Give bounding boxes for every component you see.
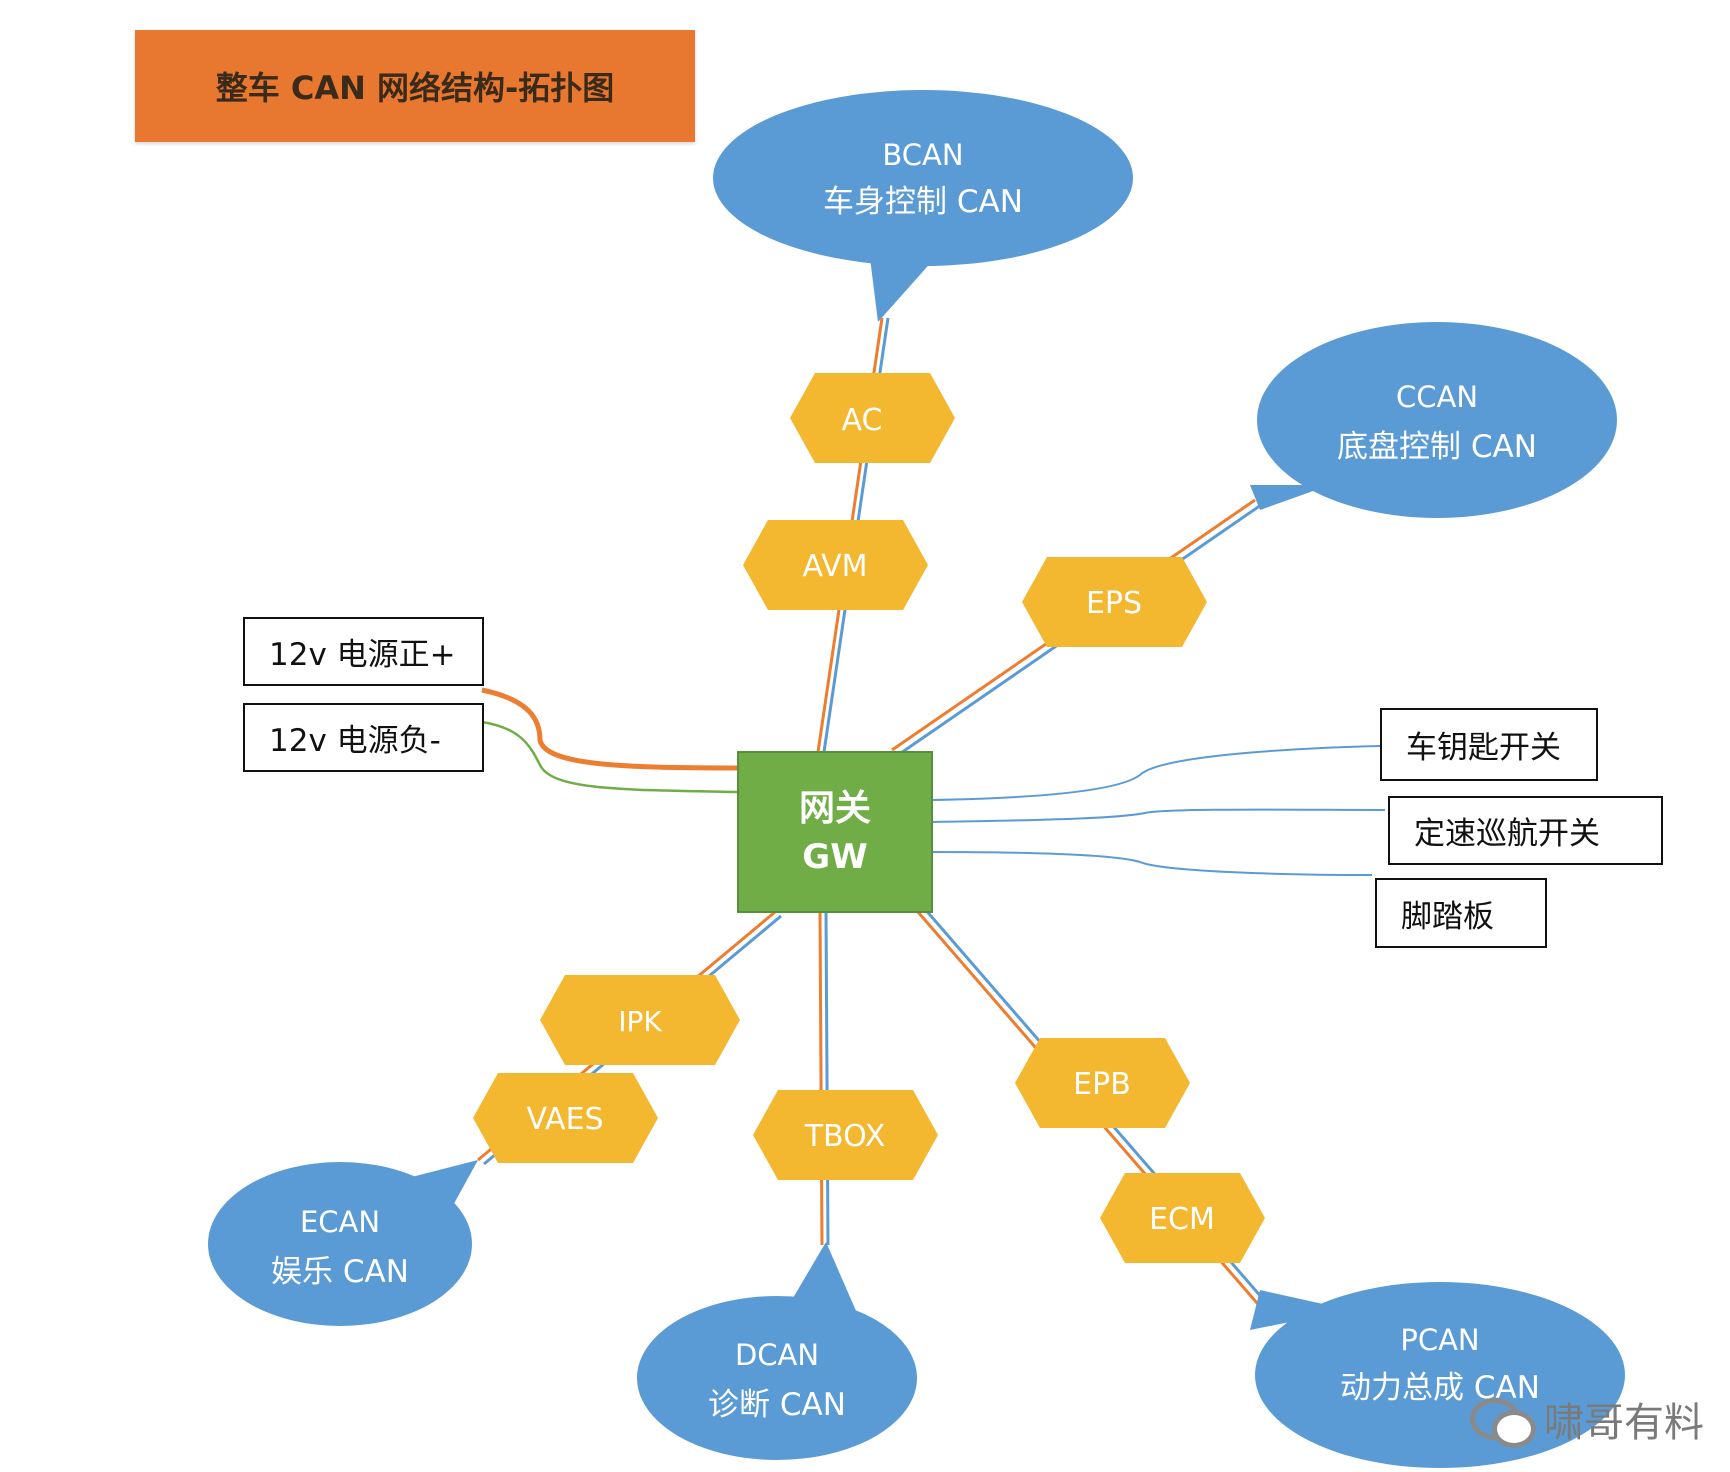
- wire-gw-dcan-blue: [824, 911, 830, 1246]
- bus-ccan-desc: 底盘控制 CAN: [1337, 429, 1537, 465]
- power-positive-box: 12v 电源正+: [243, 617, 484, 686]
- bus-ecan: ECAN 娱乐 CAN: [208, 1160, 478, 1326]
- ecu-avm: AVM: [743, 520, 928, 610]
- gateway-node: 网关 GW: [737, 751, 933, 913]
- ecu-tbox-label: TBOX: [804, 1119, 886, 1154]
- ecu-ecm: ECM: [1100, 1173, 1265, 1263]
- ecu-ac-label: AC: [842, 403, 883, 438]
- wire-power-negative: [481, 720, 739, 794]
- ecu-epb-label: EPB: [1073, 1067, 1131, 1102]
- gateway-label-cn: 网关: [799, 788, 871, 829]
- ecu-eps-label: EPS: [1086, 586, 1142, 621]
- ecu-vaes: VAES: [473, 1073, 658, 1163]
- bus-ecan-name: ECAN: [300, 1205, 380, 1239]
- ecu-ipk: IPK: [540, 975, 740, 1065]
- bus-pcan-name: PCAN: [1400, 1323, 1479, 1357]
- bus-ccan: CCAN 底盘控制 CAN: [1250, 322, 1617, 518]
- ecu-tbox: TBOX: [753, 1090, 938, 1180]
- key-switch-box: 车钥匙开关: [1380, 708, 1598, 781]
- wire-cruise-switch: [929, 808, 1386, 823]
- wire-gw-dcan-orange: [818, 911, 824, 1246]
- gateway-label-gw: GW: [802, 837, 867, 877]
- bus-dcan-name: DCAN: [735, 1338, 819, 1372]
- wire-key-switch: [929, 745, 1381, 801]
- diagram-title: 整车 CAN 网络结构-拓扑图: [135, 30, 695, 142]
- bus-dcan-desc: 诊断 CAN: [708, 1387, 846, 1423]
- pedal-box: 脚踏板: [1375, 878, 1547, 948]
- watermark-text: 啸哥有料: [1544, 1400, 1704, 1446]
- bus-bcan: BCAN 车身控制 CAN: [713, 90, 1133, 322]
- bus-bcan-name: BCAN: [882, 138, 963, 172]
- watermark: 啸哥有料: [1470, 1390, 1704, 1448]
- wire-power-positive: [481, 687, 739, 771]
- bus-bcan-desc: 车身控制 CAN: [823, 184, 1023, 220]
- wechat-icon: [1470, 1394, 1536, 1448]
- bus-ccan-name: CCAN: [1396, 380, 1478, 414]
- power-negative-box: 12v 电源负-: [243, 703, 484, 772]
- ecu-avm-label: AVM: [802, 549, 867, 584]
- ecu-eps: EPS: [1022, 557, 1207, 647]
- cruise-switch-box: 定速巡航开关: [1388, 796, 1663, 865]
- ecu-ecm-label: ECM: [1149, 1202, 1215, 1237]
- ecu-epb: EPB: [1015, 1038, 1190, 1128]
- bus-dcan: DCAN 诊断 CAN: [637, 1242, 917, 1460]
- wire-pedal: [929, 851, 1373, 876]
- ecu-vaes-label: VAES: [526, 1102, 603, 1137]
- bus-ecan-desc: 娱乐 CAN: [271, 1254, 409, 1290]
- ecu-ipk-label: IPK: [618, 1005, 662, 1038]
- ecu-ac: AC: [790, 373, 955, 463]
